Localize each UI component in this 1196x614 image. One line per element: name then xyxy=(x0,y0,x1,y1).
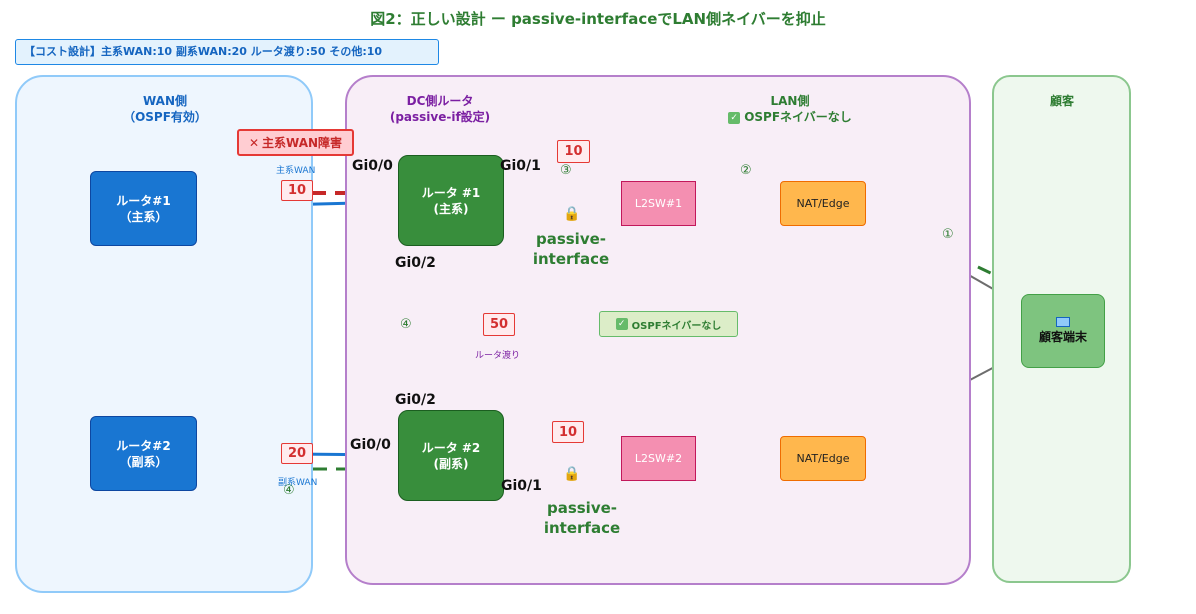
ospf-none-mid-text: OSPFネイバーなし xyxy=(631,320,722,332)
lan-region-label: LAN側 ✓OSPFネイバーなし xyxy=(700,93,880,125)
cost-secondary-wan: 20 xyxy=(281,443,313,464)
lock-icon: 🔒 xyxy=(563,206,581,222)
cross-icon: ✕ xyxy=(248,135,260,150)
lan-region-sub: OSPFネイバーなし xyxy=(744,110,852,124)
dc-region-sub: (passive-if設定) xyxy=(389,110,491,124)
check-icon: ✓ xyxy=(615,318,628,330)
computer-icon xyxy=(1055,317,1070,327)
passive-label-2-line1: passive- xyxy=(546,499,618,517)
primary-wan-failure-badge: ✕主系WAN障害 xyxy=(237,129,354,156)
cost-router-link: 50 xyxy=(483,313,515,336)
dc-router-2-role: (副系) xyxy=(433,456,469,471)
passive-interface-label-2: passive- interface xyxy=(532,498,632,538)
dc-router-1[interactable]: ルータ #1(主系) xyxy=(398,155,504,246)
customer-terminal-label: 顧客端末 xyxy=(1038,330,1087,344)
step-4-router-marker: ④ xyxy=(400,317,412,332)
wan-region-sub: （OSPF有効） xyxy=(123,110,207,124)
wan-region-name: WAN側 xyxy=(142,94,188,108)
lan-region-name: LAN側 xyxy=(770,94,810,108)
step-2-marker: ② xyxy=(740,163,752,178)
dc-router-2-name: ルータ #2 xyxy=(421,440,481,455)
wan-region-label: WAN側 （OSPF有効） xyxy=(115,93,215,125)
dc-router-1-name: ルータ #1 xyxy=(421,185,481,200)
router-link-label: ルータ渡り xyxy=(475,351,521,361)
lock-icon: 🔒 xyxy=(563,466,581,482)
primary-wan-failure-text: 主系WAN障害 xyxy=(262,136,343,150)
wan-router-2-role: （副系） xyxy=(119,454,168,469)
passive-label-1-line1: passive- xyxy=(535,230,607,248)
customer-terminal[interactable]: 顧客端末 xyxy=(1021,294,1105,368)
diagram-title: 図2：正しい設計 ー passive-interfaceでLAN側ネイバーを抑止 xyxy=(370,10,826,28)
wan-router-1-role: （主系） xyxy=(119,209,168,224)
nat-edge-2[interactable]: NAT/Edge xyxy=(780,436,866,481)
r2-port-gi02: Gi0/2 xyxy=(395,392,436,408)
r1-port-gi01: Gi0/1 xyxy=(500,158,541,174)
l2sw-2[interactable]: L2SW#2 xyxy=(621,436,696,481)
r1-port-gi00: Gi0/0 xyxy=(352,158,393,174)
check-icon: ✓ xyxy=(728,111,741,124)
wan-router-2[interactable]: ルータ#2（副系） xyxy=(90,416,197,491)
r1-port-gi02: Gi0/2 xyxy=(395,255,436,271)
l2sw-1[interactable]: L2SW#1 xyxy=(621,181,696,226)
cost-primary-wan: 10 xyxy=(281,180,313,201)
step-1-marker: ① xyxy=(942,227,954,242)
step-3-marker: ③ xyxy=(560,163,572,178)
customer-region-label: 顧客 xyxy=(1049,94,1074,108)
wan-router-1-name: ルータ#1 xyxy=(116,193,171,208)
primary-wan-label: 主系WAN xyxy=(276,166,316,176)
wan-router-2-name: ルータ#2 xyxy=(116,438,171,453)
ospf-none-mid-badge: ✓OSPFネイバーなし xyxy=(599,311,738,337)
nat-edge-1[interactable]: NAT/Edge xyxy=(780,181,866,226)
passive-label-2-line2: interface xyxy=(543,519,621,537)
wan-region xyxy=(15,75,313,593)
step-4-wan-marker: ④ xyxy=(283,483,295,498)
wan-router-1[interactable]: ルータ#1（主系） xyxy=(90,171,197,246)
dc-region-label: DC側ルータ (passive-if設定) xyxy=(375,93,505,125)
passive-label-1-line2: interface xyxy=(532,250,610,268)
cost-r2-lan: 10 xyxy=(552,421,584,443)
dc-region-name: DC側ルータ xyxy=(406,94,474,108)
dc-router-1-role: (主系) xyxy=(433,201,469,216)
dc-router-2[interactable]: ルータ #2(副系) xyxy=(398,410,504,501)
secondary-wan-label: 副系WAN xyxy=(278,478,318,488)
r2-port-gi00: Gi0/0 xyxy=(350,437,391,453)
lan-region-sub-row: ✓OSPFネイバーなし xyxy=(700,109,880,125)
cost-r1-lan: 10 xyxy=(557,140,590,163)
passive-interface-label-1: passive- interface xyxy=(521,229,621,269)
r2-port-gi01: Gi0/1 xyxy=(501,478,542,494)
cost-design-note: 【コスト設計】主系WAN:10 副系WAN:20 ルータ渡り:50 その他:10 xyxy=(15,39,439,65)
